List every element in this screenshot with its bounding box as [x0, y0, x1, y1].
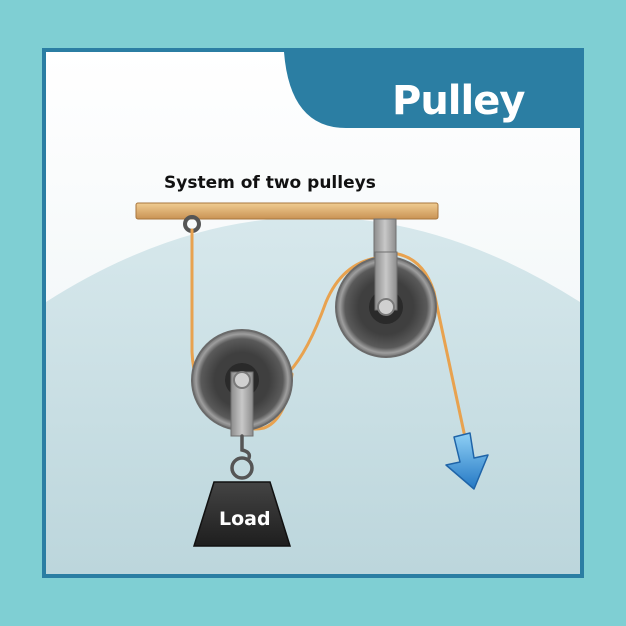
load-weight: Load	[192, 481, 292, 547]
down-arrow-icon	[445, 432, 489, 490]
pull-direction-arrow	[445, 432, 489, 490]
movable-pulley-axle	[233, 371, 251, 389]
hook-icon	[230, 434, 254, 480]
diagram-card: Pulley System of two pulleys	[42, 48, 584, 578]
hook	[240, 434, 252, 460]
title-banner	[284, 52, 580, 128]
load-label: Load	[219, 508, 271, 530]
movable-pulley	[191, 329, 293, 437]
rope-pull-segment	[432, 290, 468, 444]
fixed-pulley	[335, 251, 437, 358]
hook-ring	[230, 456, 254, 480]
pulley-diagram: Pulley System of two pulleys	[46, 52, 580, 574]
page-title: Pulley	[392, 78, 525, 124]
background-hill	[46, 217, 580, 574]
rope-middle-segment	[287, 256, 378, 374]
fixed-pulley-axle	[377, 298, 395, 316]
ceiling-beam	[135, 202, 439, 220]
diagram-subtitle: System of two pulleys	[164, 173, 376, 193]
load-weight-body	[192, 481, 292, 547]
